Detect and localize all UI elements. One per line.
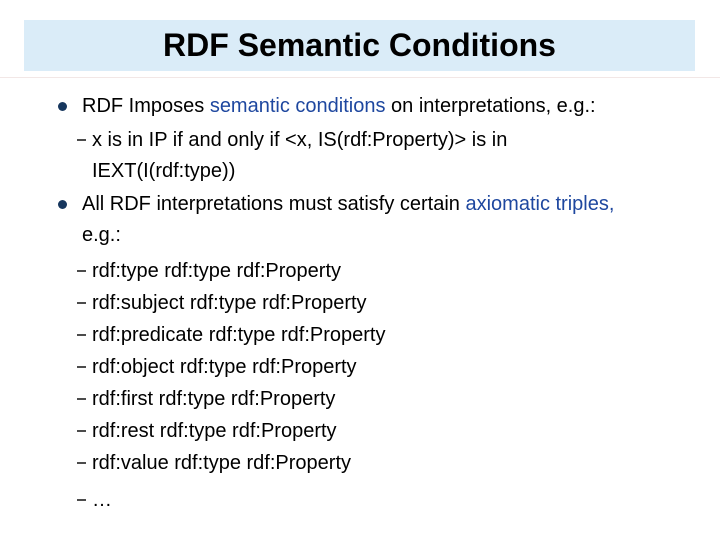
title-band: RDF Semantic Conditions bbox=[24, 20, 695, 71]
sub-bullet-item: rdf:value rdf:type rdf:Property bbox=[77, 447, 670, 479]
dash-icon bbox=[77, 430, 86, 432]
sub-bullet-text: rdf:rest rdf:type rdf:Property bbox=[92, 420, 337, 442]
dash-icon bbox=[77, 270, 86, 272]
sub-bullet-item: rdf:rest rdf:type rdf:Property bbox=[77, 415, 670, 447]
sub-bullet-text: rdf:subject rdf:type rdf:Property bbox=[92, 292, 367, 314]
dash-icon bbox=[77, 139, 86, 141]
sub-bullet-text: rdf:value rdf:type rdf:Property bbox=[92, 452, 352, 474]
sub-bullet-text: rdf:predicate rdf:type rdf:Property bbox=[92, 324, 386, 346]
dash-icon bbox=[77, 334, 86, 336]
bullet-text-highlight: semantic conditions bbox=[209, 95, 386, 117]
bullet-text-pre: RDF Imposes bbox=[82, 95, 210, 117]
divider-line bbox=[0, 77, 720, 78]
slide-title: RDF Semantic Conditions bbox=[163, 27, 556, 63]
bullet-text-post: e.g.: bbox=[82, 224, 121, 246]
bullet-dot-icon bbox=[58, 200, 67, 209]
sub-bullet-item: x is in IP if and only if <x, IS(rdf:Pro… bbox=[77, 125, 577, 187]
dash-icon bbox=[77, 398, 86, 400]
sub-bullet-text: rdf:first rdf:type rdf:Property bbox=[92, 388, 336, 410]
dash-icon bbox=[77, 366, 86, 368]
sub-bullet-item: rdf:predicate rdf:type rdf:Property bbox=[77, 319, 670, 351]
sub-bullet-item: rdf:first rdf:type rdf:Property bbox=[77, 383, 670, 415]
slide-body: RDF Imposes semantic conditions on inter… bbox=[58, 91, 670, 516]
sub-bullet-list: rdf:type rdf:type rdf:Property rdf:subje… bbox=[77, 255, 670, 516]
dash-icon bbox=[77, 462, 86, 464]
sub-bullet-text: rdf:object rdf:type rdf:Property bbox=[92, 356, 357, 378]
sub-bullet-item: … bbox=[77, 484, 670, 516]
bullet-item: RDF Imposes semantic conditions on inter… bbox=[58, 91, 670, 122]
bullet-dot-icon bbox=[58, 102, 67, 111]
sub-bullet-text: rdf:type rdf:type rdf:Property bbox=[92, 260, 341, 282]
bullet-text-post: on interpretations, e.g.: bbox=[385, 95, 596, 117]
sub-bullet-list: x is in IP if and only if <x, IS(rdf:Pro… bbox=[77, 125, 670, 187]
sub-bullet-item: rdf:type rdf:type rdf:Property bbox=[77, 255, 670, 287]
bullet-text-highlight: axiomatic triples, bbox=[465, 193, 615, 215]
sub-bullet-item: rdf:object rdf:type rdf:Property bbox=[77, 351, 670, 383]
sub-bullet-item: rdf:subject rdf:type rdf:Property bbox=[77, 287, 670, 319]
dash-icon bbox=[77, 302, 86, 304]
bullet-item: All RDF interpretations must satisfy cer… bbox=[58, 189, 670, 251]
sub-bullet-text: x is in IP if and only if <x, IS(rdf:Pro… bbox=[92, 129, 508, 182]
bullet-text-pre: All RDF interpretations must satisfy cer… bbox=[82, 193, 466, 215]
dash-icon bbox=[77, 499, 86, 501]
sub-bullet-text: … bbox=[92, 489, 112, 511]
